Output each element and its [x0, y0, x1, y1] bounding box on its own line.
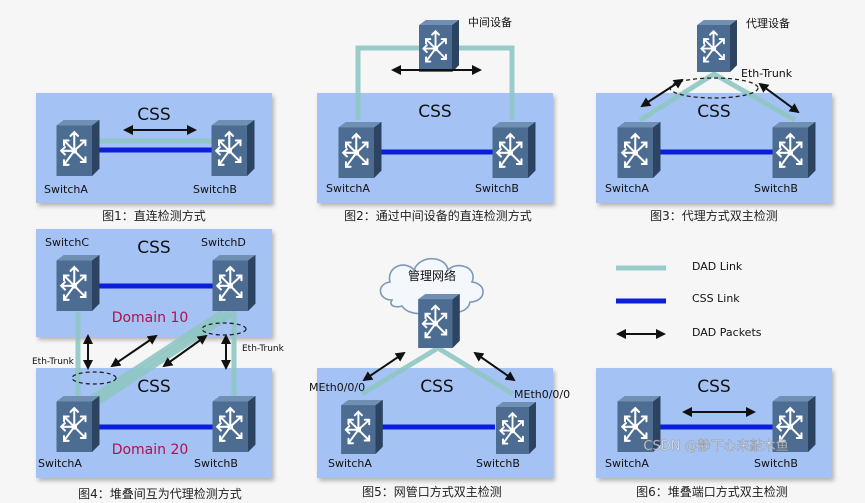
switch-a-icon	[338, 122, 382, 178]
intermediate-switch-icon	[418, 20, 460, 72]
switch-b-icon	[495, 402, 537, 454]
management-network-label: 管理网络	[408, 268, 456, 283]
figure-caption: 图6：堆叠端口方式双主检测	[636, 484, 788, 499]
css-label: CSS	[418, 102, 451, 122]
dad-packets-arrow	[640, 78, 684, 108]
switch-c-icon	[56, 255, 100, 311]
css-label: CSS	[137, 238, 170, 258]
dad-packets-arrow	[162, 334, 208, 368]
eth-trunk-label: Eth-Trunk	[242, 344, 285, 354]
proxy-switch-icon	[696, 20, 738, 72]
css-label: CSS	[420, 377, 453, 397]
dad-packets-arrow	[110, 334, 158, 368]
figure-caption: 图4：堆叠间互为代理检测方式	[78, 486, 242, 501]
switch-b-label: SwitchB	[475, 182, 519, 195]
switch-c-label: SwitchC	[45, 236, 89, 249]
dad-link	[90, 309, 231, 405]
eth-trunk-label: Eth-Trunk	[741, 67, 793, 80]
css-label: CSS	[137, 377, 170, 397]
switch-a-label: SwitchA	[38, 457, 82, 470]
switch-a-label: SwitchA	[326, 182, 370, 195]
figure-caption: 图3：代理方式双主检测	[650, 208, 778, 223]
management-switch-icon	[418, 294, 460, 348]
switch-b-label: SwitchB	[194, 457, 238, 470]
dad-packets-arrow	[362, 351, 406, 382]
css-label: CSS	[137, 105, 170, 125]
figure-2: 中间设备 CSS SwitchA SwitchB 图2：通过中间设备的直连检测方…	[317, 15, 553, 223]
proxy-device-label: 代理设备	[746, 16, 790, 30]
switch-b-icon	[211, 120, 255, 176]
figure-3: 代理设备 Eth-Trunk CSS SwitchA SwitchB 图3：代理…	[596, 16, 832, 223]
switch-d-label: SwitchD	[201, 236, 246, 249]
meth-label: MEth0/0/0	[514, 388, 570, 401]
intermediate-device-label: 中间设备	[468, 15, 512, 29]
switch-b-icon	[212, 396, 256, 452]
figure-6: CSS CSDN @静下心来敲木鱼 SwitchA SwitchB 图6：堆叠端…	[596, 368, 832, 499]
switch-b-label: SwitchB	[754, 182, 798, 195]
switch-b-label: SwitchB	[193, 183, 237, 196]
css-label: CSS	[697, 102, 730, 122]
figure-5: 管理网络 MEth0/0/0 MEth0/0/0 CSS SwitchA Swi…	[309, 257, 570, 499]
switch-a-icon	[56, 120, 100, 176]
watermark: CSDN @静下心来敲木鱼	[643, 438, 788, 454]
switch-b-label: SwitchB	[476, 457, 520, 470]
switch-a-icon	[340, 400, 384, 454]
legend-dad-packets-label: DAD Packets	[692, 326, 762, 339]
figure-caption: 图2：通过中间设备的直连检测方式	[344, 208, 532, 223]
figure-1: CSS SwitchA SwitchB 图1：直连检测方式	[36, 93, 272, 223]
legend: DAD Link CSS Link DAD Packets	[616, 260, 762, 339]
switch-a-label: SwitchA	[605, 457, 649, 470]
meth-label: MEth0/0/0	[309, 381, 365, 394]
eth-trunk-ellipse	[201, 322, 247, 336]
figure-caption: 图5：网管口方式双主检测	[362, 484, 502, 499]
switch-a-icon	[617, 122, 661, 178]
figure-4: Eth-Trunk Eth-Trunk CSS SwitchC SwitchD …	[32, 229, 285, 501]
switch-b-label: SwitchB	[754, 457, 798, 470]
switch-a-label: SwitchA	[605, 182, 649, 195]
figure-caption: 图1：直连检测方式	[102, 208, 206, 223]
switch-d-icon	[212, 255, 256, 311]
dad-packets-arrow	[758, 82, 800, 114]
domain-20-label: Domain 20	[112, 442, 189, 458]
legend-dad-link-label: DAD Link	[692, 260, 743, 273]
eth-trunk-label: Eth-Trunk	[32, 357, 75, 367]
switch-a-label: SwitchA	[44, 183, 88, 196]
css-label: CSS	[697, 377, 730, 397]
switch-b-icon	[492, 122, 536, 178]
dad-packets-arrow	[473, 351, 516, 382]
eth-trunk-ellipse	[71, 371, 117, 385]
switch-a-label: SwitchA	[328, 457, 372, 470]
switch-b-icon	[772, 122, 816, 178]
legend-css-link-label: CSS Link	[692, 292, 740, 305]
switch-a-icon	[56, 396, 100, 452]
domain-10-label: Domain 10	[112, 310, 189, 326]
